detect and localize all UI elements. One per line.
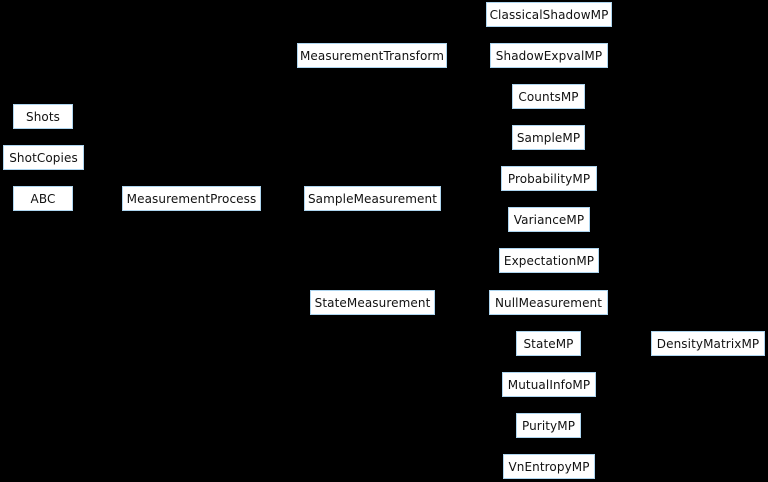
class-node-vnentropymp[interactable]: VnEntropyMP <box>503 454 595 479</box>
class-node-abc[interactable]: ABC <box>13 186 73 211</box>
class-node-label: ExpectationMP <box>503 253 595 268</box>
class-node-label: VarianceMP <box>513 212 585 227</box>
class-node-label: StateMeasurement <box>314 295 431 310</box>
class-node-label: ShadowExpvalMP <box>495 48 603 63</box>
class-node-classicalshadowmp[interactable]: ClassicalShadowMP <box>486 2 612 27</box>
inheritance-edge <box>440 198 500 261</box>
class-node-label: NullMeasurement <box>494 295 603 310</box>
inheritance-edge <box>434 178 502 303</box>
class-node-samplemeasurement[interactable]: SampleMeasurement <box>304 186 441 211</box>
class-node-densitymatrixmp[interactable]: DensityMatrixMP <box>651 331 765 356</box>
class-node-measurementprocess[interactable]: MeasurementProcess <box>122 186 261 211</box>
class-node-shadowexpvalmp[interactable]: ShadowExpvalMP <box>490 43 608 68</box>
class-node-nullmeasurement[interactable]: NullMeasurement <box>489 290 608 315</box>
class-node-label: PurityMP <box>521 418 576 433</box>
class-node-label: ShotCopies <box>9 150 78 165</box>
class-node-shotcopies[interactable]: ShotCopies <box>3 145 84 170</box>
inheritance-edge <box>260 198 311 303</box>
class-node-label: SampleMP <box>516 130 581 145</box>
class-node-label: CountsMP <box>518 89 579 104</box>
class-node-label: Shots <box>25 109 61 124</box>
class-node-label: MeasurementTransform <box>299 48 445 63</box>
class-node-label: SampleMeasurement <box>307 191 438 206</box>
inheritance-edge <box>440 198 490 303</box>
class-node-mutualinfomp[interactable]: MutualInfoMP <box>502 372 596 397</box>
class-node-label: DensityMatrixMP <box>656 336 760 351</box>
class-node-label: ClassicalShadowMP <box>489 7 609 22</box>
inheritance-edge <box>440 178 502 199</box>
class-node-label: MeasurementProcess <box>126 191 257 206</box>
class-node-label: StateMP <box>523 336 574 351</box>
inheritance-edge <box>446 14 487 56</box>
inheritance-edge <box>83 157 123 199</box>
inheritance-edge <box>434 302 517 426</box>
class-node-statemeasurement[interactable]: StateMeasurement <box>310 290 435 315</box>
class-node-expectationmp[interactable]: ExpectationMP <box>499 248 599 273</box>
class-node-measurementtransform[interactable]: MeasurementTransform <box>297 43 447 68</box>
class-node-shots[interactable]: Shots <box>13 104 73 129</box>
class-node-probabilitymp[interactable]: ProbabilityMP <box>501 166 597 191</box>
class-node-label: MutualInfoMP <box>507 377 591 392</box>
class-node-variancemp[interactable]: VarianceMP <box>508 207 590 232</box>
inheritance-edge <box>434 302 504 467</box>
class-node-samplemp[interactable]: SampleMP <box>512 125 585 150</box>
class-node-puritymp[interactable]: PurityMP <box>516 413 581 438</box>
class-node-label: VnEntropyMP <box>508 459 590 474</box>
inheritance-edge <box>440 198 509 220</box>
class-node-label: ProbabilityMP <box>507 171 591 186</box>
class-node-statemp[interactable]: StateMP <box>516 331 581 356</box>
class-node-countsmp[interactable]: CountsMP <box>512 84 585 109</box>
inheritance-edge <box>260 55 298 199</box>
class-node-label: ABC <box>30 191 56 206</box>
